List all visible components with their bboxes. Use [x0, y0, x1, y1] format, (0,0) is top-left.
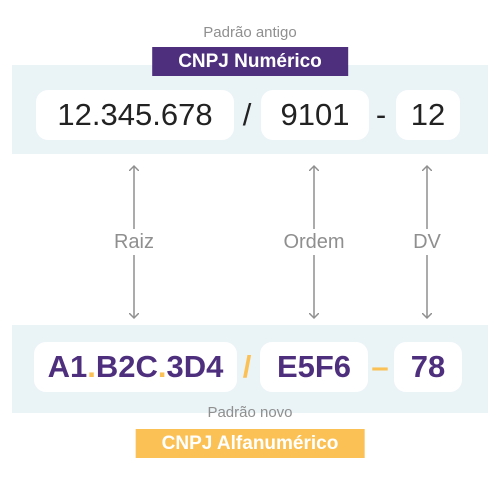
new-standard-caption: Padrão novo [207, 404, 293, 421]
new-root-part-3: 3D4 [166, 349, 224, 384]
new-check-digits-box: 78 [394, 342, 462, 392]
old-standard-badge: CNPJ Numérico [152, 47, 348, 76]
old-root-box: 12.345.678 [36, 90, 234, 140]
new-standard-badge: CNPJ Alfanumérico [135, 429, 365, 458]
old-check-digits-value: 12 [410, 97, 446, 132]
new-root-dot-1: . [87, 349, 96, 384]
new-root-box: A1.B2C.3D4 [34, 342, 237, 392]
old-dash: - [375, 97, 387, 132]
old-order-box: 9101 [261, 90, 369, 140]
new-root-dot-2: . [157, 349, 167, 384]
old-order-value: 9101 [280, 97, 350, 132]
new-root-part-1: A1 [47, 349, 88, 384]
old-slash: / [242, 97, 252, 132]
old-root-value: 12.345.678 [57, 97, 213, 132]
old-standard-caption: Padrão antigo [203, 24, 297, 41]
new-order-box: E5F6 [260, 342, 368, 392]
new-order-value: E5F6 [276, 349, 352, 384]
order-label: Ordem [264, 229, 364, 255]
root-label: Raiz [74, 229, 194, 255]
check-digits-label: DV [403, 229, 451, 255]
old-check-digits-box: 12 [396, 90, 460, 140]
new-slash: / [242, 349, 252, 384]
new-dash: – [371, 349, 389, 384]
new-root-part-2: B2C [95, 349, 158, 384]
new-check-digits-value: 78 [410, 349, 446, 384]
